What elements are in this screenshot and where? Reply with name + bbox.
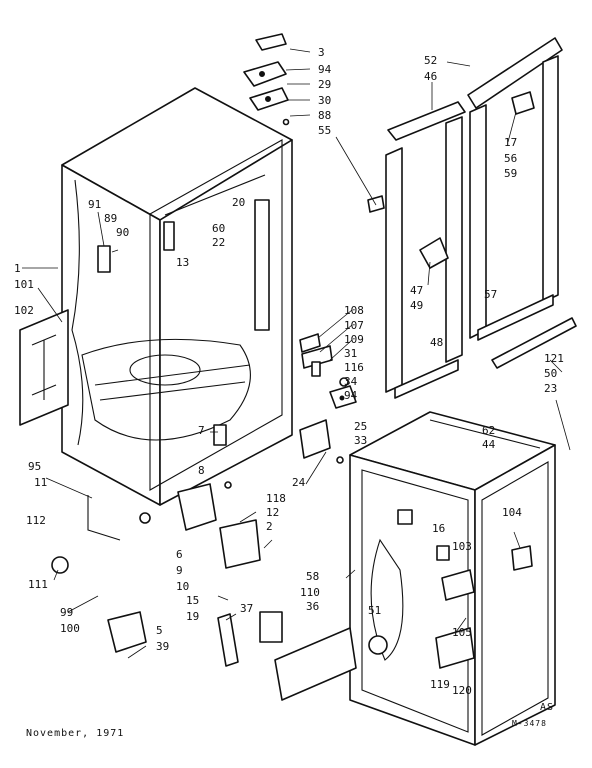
- callout-10: 10: [176, 580, 189, 593]
- callout-24: 24: [292, 476, 306, 489]
- callout-109: 109: [344, 333, 364, 346]
- callout-119: 119: [430, 678, 450, 691]
- callout-33: 33: [354, 434, 367, 447]
- callout-39: 39: [156, 640, 169, 653]
- leader-lines: [22, 48, 571, 659]
- callout-12: 12: [266, 506, 279, 519]
- callout-94-mid: 94: [344, 389, 358, 402]
- callout-1: 1: [14, 262, 21, 275]
- callout-46: 46: [424, 70, 437, 83]
- callout-112: 112: [26, 514, 46, 527]
- callout-29: 29: [318, 78, 331, 91]
- callout-11: 11: [34, 476, 47, 489]
- callout-111: 111: [28, 578, 48, 591]
- footer-code: M-3478: [512, 719, 547, 728]
- callout-9: 9: [176, 564, 183, 577]
- callout-116: 116: [344, 361, 364, 374]
- callout-55: 55: [318, 124, 331, 137]
- callout-5: 5: [156, 624, 163, 637]
- callout-52: 52: [424, 54, 437, 67]
- callout-90: 90: [116, 226, 129, 239]
- callout-15: 15: [186, 594, 199, 607]
- callout-31: 31: [344, 347, 357, 360]
- footer-date: November, 1971: [26, 728, 124, 739]
- callout-60: 60: [212, 222, 225, 235]
- callout-100: 100: [60, 622, 80, 635]
- callout-16: 16: [432, 522, 445, 535]
- callout-118: 118: [266, 492, 286, 505]
- callout-49: 49: [410, 299, 423, 312]
- callout-110: 110: [300, 586, 320, 599]
- inner-liner: [349, 411, 556, 746]
- door-gaskets: [367, 37, 577, 399]
- lower-parts: [51, 483, 357, 701]
- callout-6: 6: [176, 548, 183, 561]
- callout-104: 104: [502, 506, 522, 519]
- callout-105: 105: [452, 626, 472, 639]
- callout-121: 121: [544, 352, 564, 365]
- callout-108: 108: [344, 304, 364, 317]
- callout-89: 89: [104, 212, 117, 225]
- brackets: [224, 419, 344, 489]
- callout-47: 47: [410, 284, 423, 297]
- callout-50: 50: [544, 367, 557, 380]
- callout-102: 102: [14, 304, 34, 317]
- callout-101: 101: [14, 278, 34, 291]
- callout-48: 48: [430, 336, 443, 349]
- top-hinge-assembly: [243, 33, 290, 126]
- callout-30: 30: [318, 94, 331, 107]
- door-hinge-hardware: [299, 333, 357, 409]
- callout-2: 2: [266, 520, 273, 533]
- callout-88: 88: [318, 109, 331, 122]
- callout-37: 37: [240, 602, 253, 615]
- callout-120: 120: [452, 684, 472, 697]
- callout-25: 25: [354, 420, 367, 433]
- callout-62: 62: [482, 424, 495, 437]
- callout-17: 17: [504, 136, 517, 149]
- callout-22: 22: [212, 236, 225, 249]
- callout-3: 3: [318, 46, 325, 59]
- callout-51: 51: [368, 604, 381, 617]
- callout-59: 59: [504, 167, 517, 180]
- callout-57: 57: [484, 288, 497, 301]
- callout-23: 23: [544, 382, 557, 395]
- callout-44: 44: [482, 438, 496, 451]
- callout-8: 8: [198, 464, 205, 477]
- callout-58: 58: [306, 570, 319, 583]
- callout-34: 34: [344, 375, 358, 388]
- callout-19: 19: [186, 610, 199, 623]
- footer: November, 1971 AS M-3478: [26, 702, 554, 739]
- callout-labels: 3 94 29 30 88 55 52 46 17 56 59 91 89 90…: [14, 46, 564, 697]
- footer-initials: AS: [540, 702, 554, 713]
- callout-7: 7: [198, 424, 205, 437]
- callout-94-top: 94: [318, 63, 332, 76]
- callout-99: 99: [60, 606, 73, 619]
- callout-103: 103: [452, 540, 472, 553]
- callout-95: 95: [28, 460, 41, 473]
- left-side-panel: [19, 309, 69, 426]
- callout-91: 91: [88, 198, 101, 211]
- callout-107: 107: [344, 319, 364, 332]
- outer-cabinet: [61, 87, 293, 506]
- callout-56: 56: [504, 152, 517, 165]
- callout-20: 20: [232, 196, 245, 209]
- callout-36: 36: [306, 600, 319, 613]
- callout-13: 13: [176, 256, 189, 269]
